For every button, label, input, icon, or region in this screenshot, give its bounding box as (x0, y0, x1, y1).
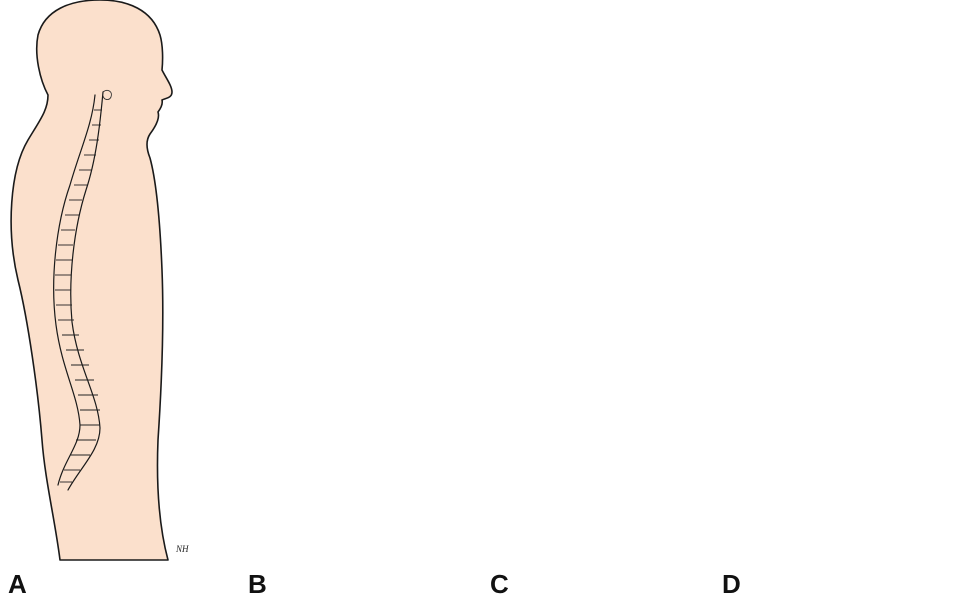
panel-label-a: A (8, 571, 27, 597)
panel-label-b: B (248, 571, 267, 597)
panel-a-body (11, 0, 172, 560)
panel-a-figure (11, 0, 172, 560)
artist-signature: NH (176, 544, 189, 554)
panel-label-d: D (722, 571, 741, 597)
panel-label-c: C (490, 571, 509, 597)
